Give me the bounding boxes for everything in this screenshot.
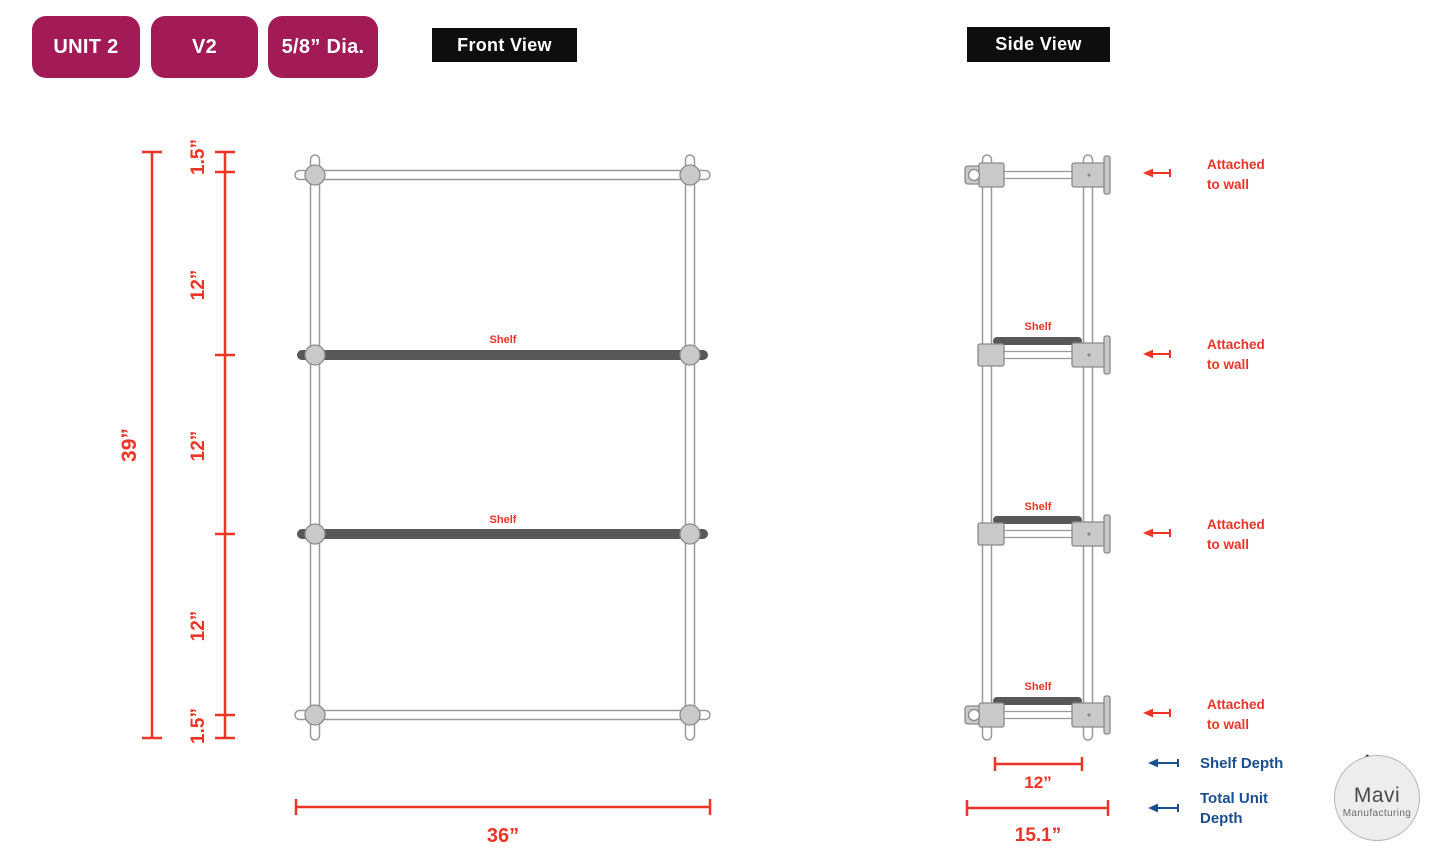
side-view-drawing [964,154,1111,741]
wall-note-1: Attached to wall [1207,155,1265,195]
wall-note-2-line1: Attached [1207,337,1265,352]
wall-note-4-line2: to wall [1207,717,1250,732]
front-right-post [684,154,696,741]
badge-diameter: 5/8” Dia. [268,16,378,78]
badge-diameter-label: 5/8” Dia. [281,35,365,58]
front-view-title: Front View [432,28,577,62]
side-shelf-1-label: Shelf [1024,321,1052,333]
side-connectors [964,155,1111,735]
side-view-title: Side View [967,27,1110,62]
front-connectors [304,164,701,726]
dim-seg-12a: 12” [188,269,209,301]
side-view-title-text: Side View [995,34,1082,54]
side-shelf-2-label: Shelf [1024,501,1052,513]
wall-note-3-line1: Attached [1207,517,1265,532]
front-bottom-rail [294,709,711,721]
front-view-drawing [294,154,711,741]
dim-seg-bottom: 1.5” [188,708,209,744]
legend-total-line2: Depth [1200,810,1243,827]
badge-version-label: V2 [191,35,218,58]
logo-name: Mavi [1353,784,1401,807]
wall-note-2: Attached to wall [1207,335,1265,375]
front-shelf-2 [297,529,708,539]
wall-note-3-line2: to wall [1207,537,1250,552]
legend-total-line1: Total Unit [1200,790,1269,807]
side-connector-screws [1087,173,1091,717]
wall-note-4: Attached to wall [1207,695,1265,735]
wall-note-3: Attached to wall [1207,515,1265,555]
front-view-title-text: Front View [457,34,552,55]
side-front-post [981,154,993,741]
legend-total-depth: Total Unit Depth [1200,789,1268,829]
front-shelf-1-label: Shelf [489,334,517,346]
wall-note-1-line2: to wall [1207,177,1250,192]
side-shelf-3-label: Shelf [1024,681,1052,693]
legend-shelf-depth: Shelf Depth [1200,755,1284,772]
logo-circle [1334,755,1420,841]
wall-note-4-line1: Attached [1207,697,1265,712]
front-shelf-2-label: Shelf [489,514,517,526]
legend-arrows [1148,758,1179,813]
side-rear-post [1082,154,1094,741]
dim-shelf-depth: 12” [1024,773,1052,792]
badge-version: V2 [151,16,258,78]
front-top-rail [294,169,711,181]
side-cross-rails [991,170,1085,720]
side-dimension-lines [965,757,1110,816]
logo-subtitle: Manufacturing [1342,808,1412,819]
badge-unit-label: UNIT 2 [53,35,119,58]
front-shelf-1 [297,350,708,360]
badge-unit: UNIT 2 [32,16,140,78]
wall-note-2-line2: to wall [1207,357,1250,372]
wall-note-1-line1: Attached [1207,157,1265,172]
front-left-post [309,154,321,741]
dim-seg-12c: 12” [188,610,209,642]
front-dimension-lines [142,150,712,815]
dim-total-height: 39” [118,428,141,462]
side-shelf-bars [993,337,1082,705]
dim-seg-top: 1.5” [188,139,209,175]
dim-width: 36” [486,825,520,847]
wall-arrows [1143,168,1171,718]
dim-total-depth: 15.1” [1014,825,1062,846]
dim-seg-12b: 12” [188,430,209,462]
